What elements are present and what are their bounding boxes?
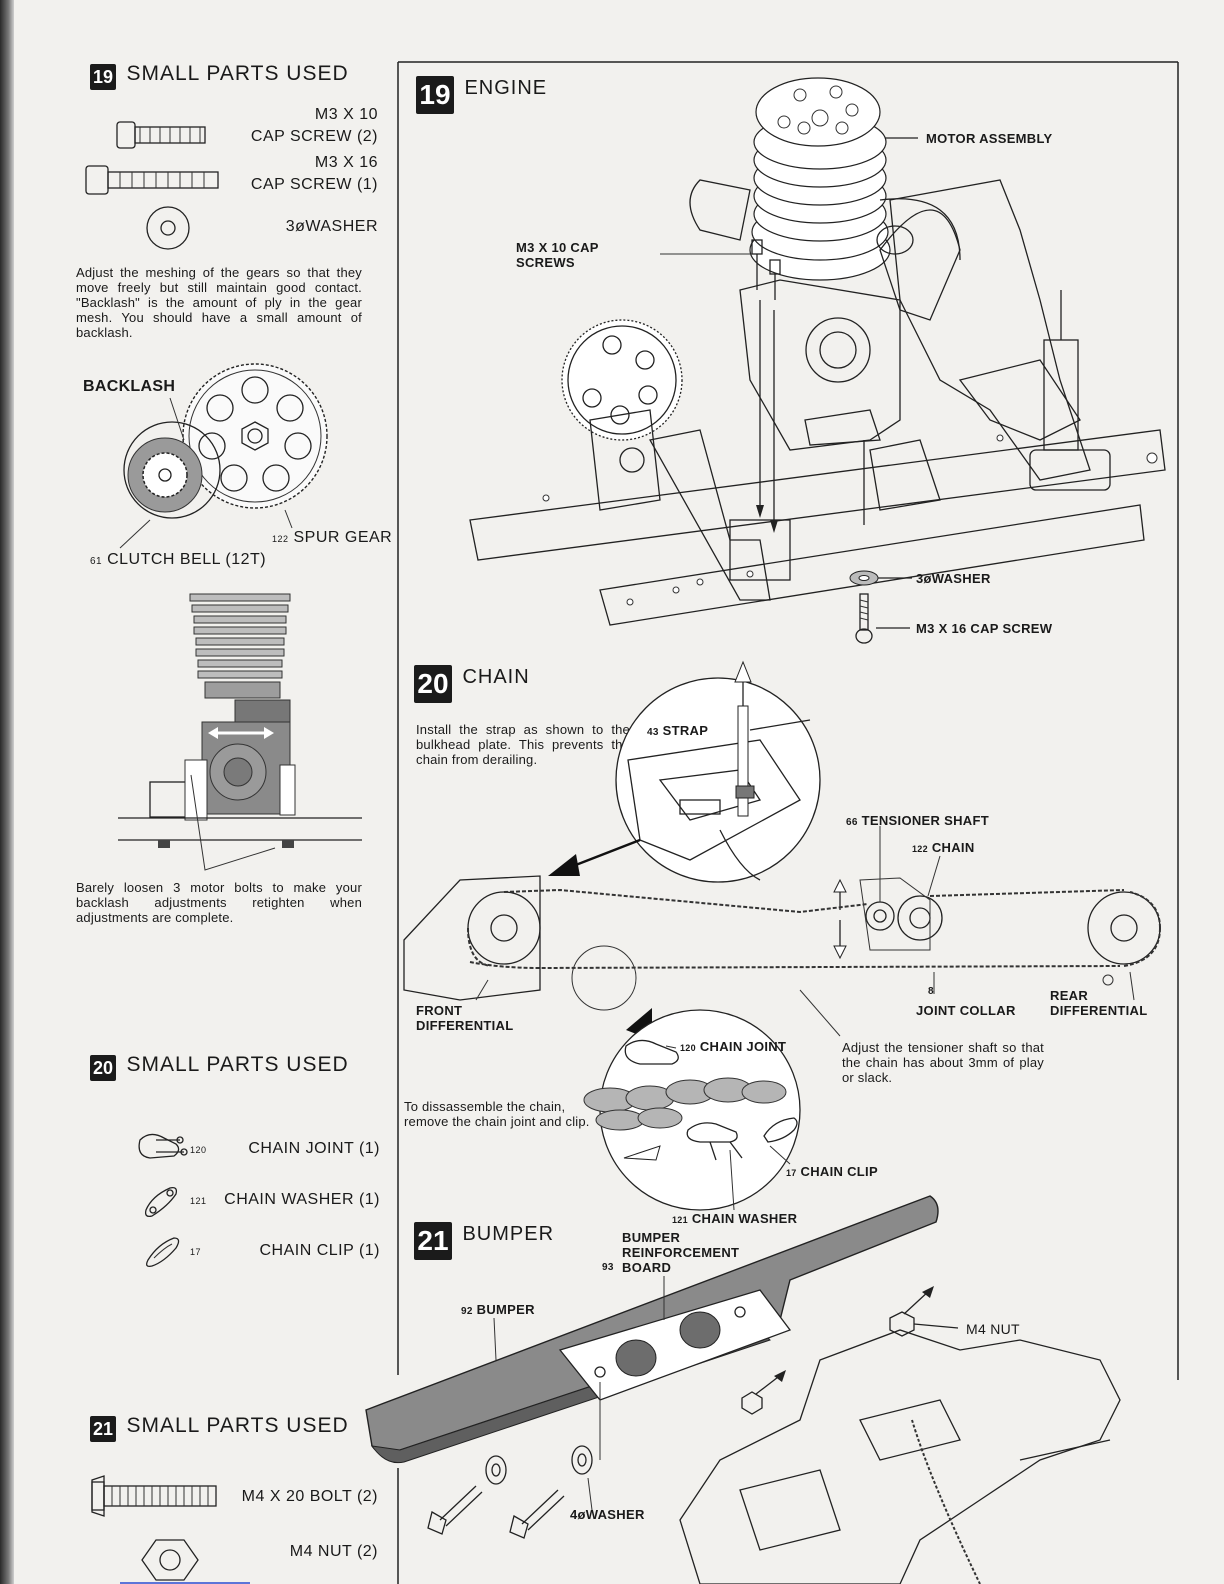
s19-part-1-desc: CAP SCREW (2) (250, 128, 378, 145)
tensioner-shaft-callout: 66 TENSIONER SHAFT (846, 813, 989, 828)
chain-clip-label: CHAIN CLIP (800, 1164, 878, 1179)
s21-parts-heading: SMALL PARTS USED (126, 1414, 349, 1437)
s21-parts-header: 21 SMALL PARTS USED (90, 1414, 349, 1442)
clutch-bell-num: 61 (90, 556, 103, 567)
joint-collar-label: JOINT COLLAR (916, 1003, 1016, 1018)
spur-gear-callout: 122 SPUR GEAR (272, 529, 392, 547)
engine-title: ENGINE (464, 77, 548, 99)
s19-part-2-desc: CAP SCREW (1) (250, 176, 378, 193)
s19-part-2: M3 X 16 CAP SCREW (1) (230, 152, 378, 196)
s20-part-chain-clip: 17 CHAIN CLIP (1) (190, 1242, 380, 1260)
s19-part-1-size: M3 X 10 (314, 106, 378, 123)
spur-gear-label: SPUR GEAR (293, 529, 393, 546)
disassemble-instructions: To dissassemble the chain, remove the ch… (404, 1099, 590, 1129)
s19-parts-badge: 19 (90, 64, 116, 90)
chain-label: CHAIN (931, 840, 975, 855)
s20-part-chain-clip-num: 17 (190, 1247, 202, 1257)
s20-part-chain-joint: 120 CHAIN JOINT (1) (190, 1140, 380, 1158)
strap-instructions: Install the strap as shown to the bulkhe… (416, 722, 630, 767)
chain-badge: 20 (414, 665, 452, 703)
tensioner-shaft-label: TENSIONER SHAFT (861, 813, 989, 828)
s20-part-chain-joint-label: CHAIN JOINT (1) (248, 1140, 380, 1157)
s19-part-1: M3 X 10 CAP SCREW (2) (230, 104, 378, 148)
bumper-num: 92 (461, 1306, 473, 1317)
bumper-badge: 21 (414, 1222, 452, 1260)
s19-part-2-size: M3 X 16 (314, 154, 378, 171)
strap-callout: 43 STRAP (647, 723, 708, 738)
chain-callout: 122 CHAIN (912, 840, 975, 855)
m4-nut-label: M4 NUT (966, 1321, 1020, 1337)
bumper-header: 21 BUMPER (414, 1222, 554, 1260)
strap-label: STRAP (662, 723, 709, 738)
engine-header: 19 ENGINE (416, 76, 547, 114)
s21-part-nut: M4 NUT (2) (289, 1543, 378, 1560)
chain-joint-label: CHAIN JOINT (699, 1039, 787, 1054)
chain-joint-callout: 120 CHAIN JOINT (680, 1039, 786, 1054)
reinforcement-board-num: 93 (602, 1262, 614, 1273)
s20-parts-header: 20 SMALL PARTS USED (90, 1053, 349, 1081)
page-binding-shadow (0, 0, 14, 1584)
chain-clip-callout: 17 CHAIN CLIP (786, 1164, 878, 1179)
chain-joint-num: 120 (680, 1043, 696, 1053)
chain-washer-num: 121 (672, 1215, 688, 1225)
bumper-label: BUMPER (476, 1302, 535, 1317)
s20-parts-heading: SMALL PARTS USED (126, 1053, 349, 1076)
s20-part-chain-washer: 121 CHAIN WASHER (1) (190, 1191, 380, 1209)
motor-bolts-instructions: Barely loosen 3 motor bolts to make your… (76, 880, 362, 925)
tensioner-adjust-instructions: Adjust the tensioner shaft so that the c… (842, 1040, 1044, 1085)
engine-washer-label: 3øWASHER (916, 571, 991, 586)
s21-part-bolt: M4 X 20 BOLT (2) (241, 1488, 378, 1505)
tensioner-shaft-num: 66 (846, 817, 858, 828)
s20-part-chain-clip-label: CHAIN CLIP (1) (259, 1242, 380, 1259)
m3x16-cap-screw-label: M3 X 16 CAP SCREW (916, 621, 1053, 636)
s20-part-chain-washer-num: 121 (190, 1196, 207, 1206)
chain-num: 122 (912, 844, 928, 854)
chain-washer-label: CHAIN WASHER (691, 1211, 798, 1226)
motor-assembly-label: MOTOR ASSEMBLY (926, 131, 1053, 146)
bumper-callout: 92 BUMPER (461, 1302, 535, 1317)
chain-title: CHAIN (462, 666, 530, 688)
backlash-instructions: Adjust the meshing of the gears so that … (76, 265, 362, 340)
front-differential-label: FRONT DIFFERENTIAL (416, 1003, 514, 1033)
s20-part-chain-joint-num: 120 (190, 1145, 207, 1155)
engine-badge: 19 (416, 76, 454, 114)
s20-parts-badge: 20 (90, 1055, 116, 1081)
clutch-bell-callout: 61 CLUTCH BELL (12T) (90, 551, 266, 569)
chain-washer-callout: 121 CHAIN WASHER (672, 1211, 797, 1226)
s21-parts-badge: 21 (90, 1416, 116, 1442)
chain-clip-num: 17 (786, 1168, 797, 1178)
backlash-label: BACKLASH (83, 378, 176, 395)
bumper-title: BUMPER (462, 1223, 555, 1245)
s19-part-3-desc: 3øWASHER (285, 218, 378, 235)
s19-parts-heading: SMALL PARTS USED (126, 62, 349, 85)
strap-num: 43 (647, 727, 659, 738)
clutch-bell-label: CLUTCH BELL (12T) (107, 551, 267, 568)
chain-header: 20 CHAIN (414, 665, 530, 703)
reinforcement-board-label: BUMPER REINFORCEMENT BOARD (622, 1230, 740, 1275)
spur-gear-num: 122 (272, 534, 289, 544)
s20-part-chain-washer-label: CHAIN WASHER (1) (224, 1191, 380, 1208)
joint-collar-num: 8 (928, 986, 934, 997)
m4-washer-label: 4øWASHER (570, 1507, 645, 1522)
cap-screws-label: M3 X 10 CAP SCREWS (516, 240, 599, 270)
s19-parts-header: 19 SMALL PARTS USED (90, 62, 349, 90)
rear-differential-label: REAR DIFFERENTIAL (1050, 988, 1148, 1018)
